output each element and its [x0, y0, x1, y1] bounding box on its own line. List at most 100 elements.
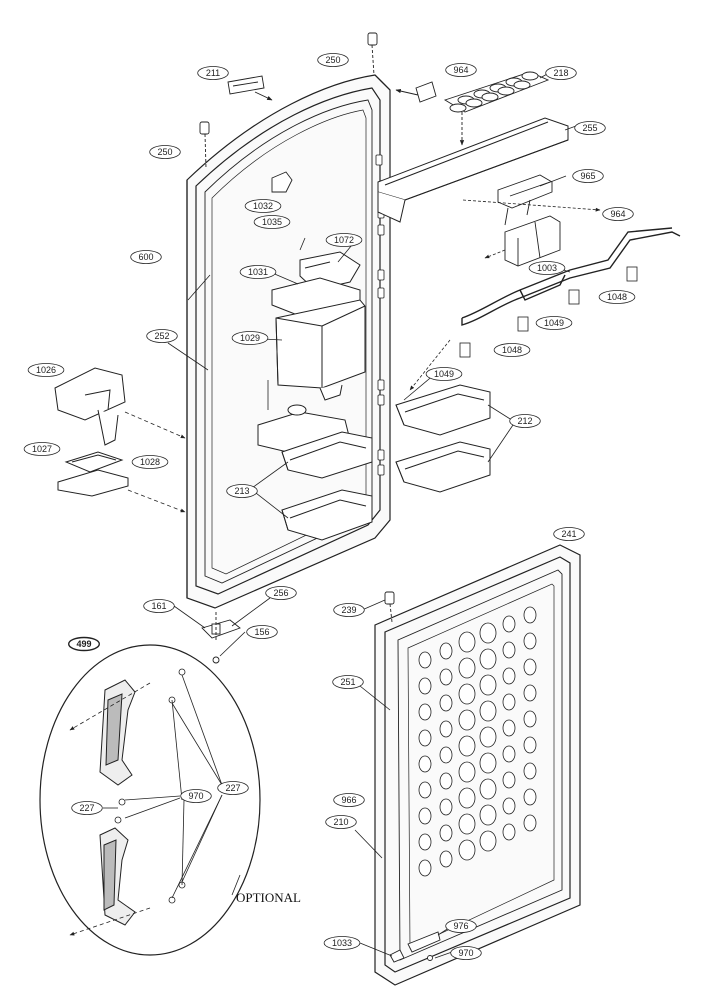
door-dimple — [458, 813, 476, 835]
part-label-970: 970 — [450, 946, 482, 960]
door-dimple — [458, 735, 476, 757]
egg-tray — [443, 71, 550, 146]
door-dimple — [458, 631, 476, 653]
part-label-211: 211 — [197, 66, 229, 80]
door-dimple — [479, 804, 497, 826]
part-label-text: 1026 — [36, 365, 56, 375]
part-label-964: 964 — [445, 63, 477, 77]
door-dimple — [523, 710, 537, 728]
door-dimple — [458, 761, 476, 783]
door-dimple — [479, 778, 497, 800]
door-dimple — [418, 677, 432, 695]
ice-bucket-assembly — [257, 251, 366, 456]
door-bin-213-upper — [281, 431, 373, 479]
part-label-1032: 1032 — [244, 199, 282, 213]
door-dimple — [502, 641, 516, 659]
part-label-250: 250 — [149, 145, 181, 159]
part-label-1048: 1048 — [493, 343, 531, 357]
door-dimple — [523, 632, 537, 650]
part-label-text: 1072 — [334, 235, 354, 245]
part-label-text: 211 — [206, 68, 220, 78]
door-dimple — [418, 651, 432, 669]
door-dimple — [502, 823, 516, 841]
part-label-1028: 1028 — [131, 455, 169, 469]
door-dimple — [458, 657, 476, 679]
part-label-251: 251 — [332, 675, 364, 689]
door-dimple — [479, 700, 497, 722]
part-label-text: 210 — [333, 817, 348, 827]
part-label-text: 1032 — [253, 201, 273, 211]
part-label-text: 213 — [234, 486, 249, 496]
door-dimple — [502, 745, 516, 763]
part-label-text: 964 — [453, 65, 468, 75]
door-dimple — [523, 736, 537, 754]
door-dimple — [418, 781, 432, 799]
part-label-255: 255 — [574, 121, 606, 135]
part-label-1049: 1049 — [535, 316, 573, 330]
door-dimple — [458, 683, 476, 705]
door-bin-213-lower — [281, 489, 373, 541]
door-dimple — [502, 797, 516, 815]
part-label-text: 966 — [341, 795, 356, 805]
part-label-text: 239 — [341, 605, 356, 615]
door-dimple — [479, 726, 497, 748]
part-label-text: 227 — [79, 803, 94, 813]
part-label-text: 1049 — [434, 369, 454, 379]
badge-plate — [227, 75, 273, 101]
part-label-156: 156 — [246, 625, 278, 639]
part-label-1048: 1048 — [598, 290, 636, 304]
door-dimple — [439, 668, 453, 686]
hinge-pin-top — [199, 32, 378, 169]
part-label-213: 213 — [226, 484, 258, 498]
part-label-241: 241 — [553, 527, 585, 541]
optional-handle-callout — [39, 644, 261, 956]
part-label-text: 1027 — [32, 444, 52, 454]
part-label-1031: 1031 — [239, 265, 277, 279]
part-label-1003: 1003 — [528, 261, 566, 275]
door-dimple — [502, 719, 516, 737]
door-dimple — [479, 830, 497, 852]
door-dimple — [523, 762, 537, 780]
door-dimple — [418, 729, 432, 747]
door-dimple — [418, 703, 432, 721]
part-label-212: 212 — [509, 414, 541, 428]
part-label-218: 218 — [545, 66, 577, 80]
part-label-text: 255 — [582, 123, 597, 133]
label-leaders — [167, 72, 577, 959]
small-bin-964 — [504, 215, 561, 267]
part-label-text: 241 — [561, 529, 576, 539]
optional-text: OPTIONAL — [236, 890, 301, 905]
part-label-text: 1029 — [240, 333, 260, 343]
door-dimple — [502, 771, 516, 789]
part-label-text: 1048 — [502, 345, 522, 355]
door-dimple — [502, 693, 516, 711]
part-label-text: 976 — [453, 921, 468, 931]
clip-part-top — [395, 81, 437, 103]
door-dimple — [458, 709, 476, 731]
door-dimple — [439, 772, 453, 790]
part-label-text: 1028 — [140, 457, 160, 467]
part-label-text: 600 — [138, 252, 153, 262]
door-dimple — [523, 684, 537, 702]
handle-lower — [99, 827, 136, 926]
door-dimple — [458, 787, 476, 809]
part-label-text: 1033 — [332, 938, 352, 948]
part-label-227: 227 — [217, 781, 249, 795]
part-label-210: 210 — [325, 815, 357, 829]
handle-leader-lines — [69, 674, 223, 936]
door-dimple — [502, 667, 516, 685]
door-dimple — [439, 798, 453, 816]
door-bin-212-lower — [395, 441, 491, 493]
door-dimple — [439, 720, 453, 738]
lower-door-dimples — [418, 606, 537, 877]
part-label-text: 964 — [610, 209, 625, 219]
part-label-239: 239 — [333, 603, 365, 617]
part-label-1033: 1033 — [323, 936, 361, 950]
part-label-text: 965 — [580, 171, 595, 181]
latch-part — [271, 171, 293, 193]
door-dimple — [479, 622, 497, 644]
door-bin-long — [377, 117, 569, 223]
door-dimple — [523, 606, 537, 624]
